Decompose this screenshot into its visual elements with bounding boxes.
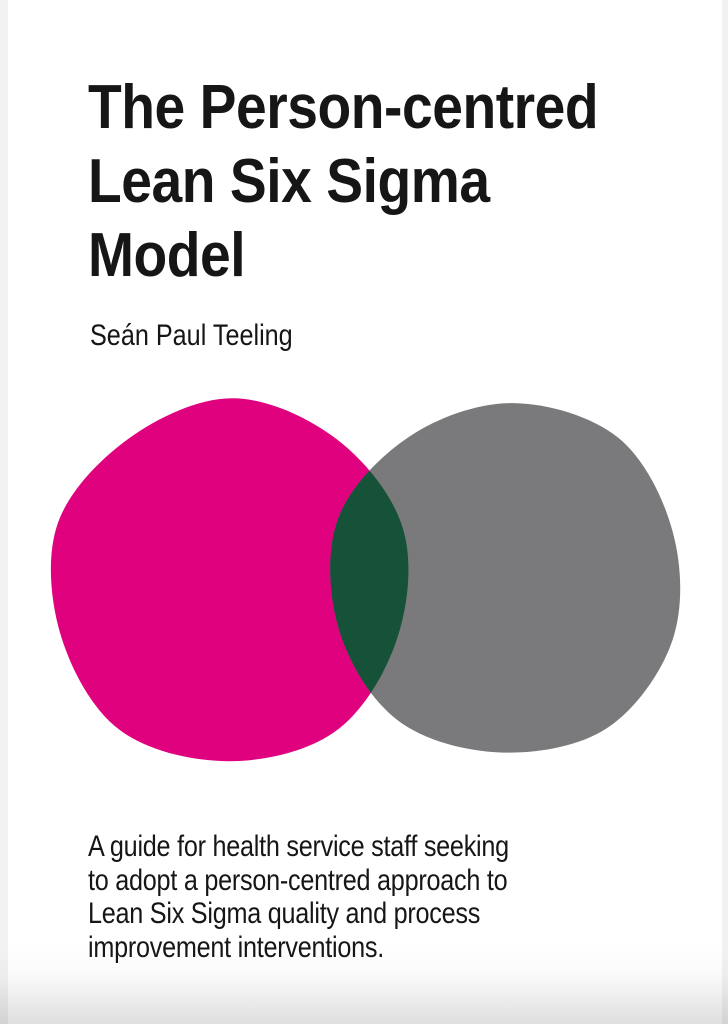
description-line-3: Lean Six Sigma quality and process (88, 897, 481, 930)
venn-left-circle (50, 398, 409, 762)
page-right-edge (722, 0, 728, 1024)
venn-right-circle (330, 403, 681, 753)
description-line-4: improvement interventions. (88, 930, 384, 964)
cover-title: The Person-centred Lean Six Sigma Model (88, 71, 599, 293)
author-name: Seán Paul Teeling (90, 319, 293, 352)
description-line-2: to adopt a person-centred approach to (88, 863, 508, 897)
cover-description: A guide for health service staff seeking… (88, 830, 509, 964)
cover-title-line-2: Lean Six Sigma (88, 147, 490, 216)
cover-title-line-3: Model (88, 221, 246, 290)
page-left-edge (0, 0, 8, 1024)
cover-title-line-1: The Person-centred (88, 73, 599, 142)
venn-overlap (330, 403, 409, 753)
description-line-1: A guide for health service staff seeking (88, 830, 509, 863)
